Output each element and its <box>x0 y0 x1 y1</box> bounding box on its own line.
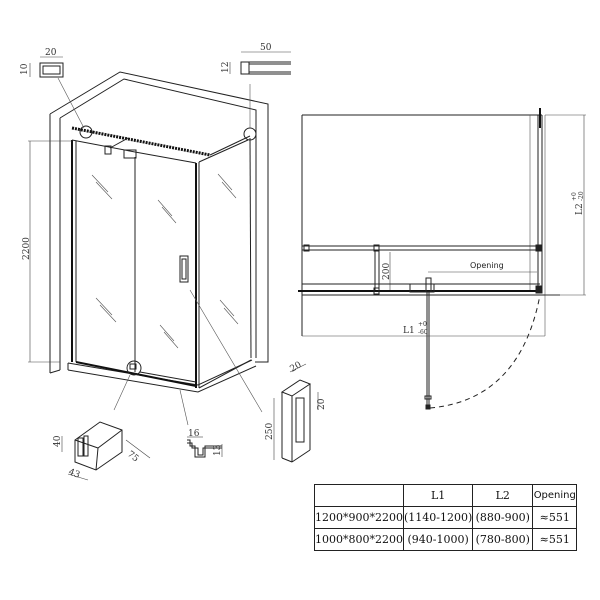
l2-cell: (880-900) <box>472 506 534 529</box>
svg-text:250: 250 <box>265 423 275 440</box>
table-row: 1200*900*2200 (1140-1200) (880-900) ≈551 <box>314 506 578 529</box>
table-row: 1000*800*2200 (940-1000) (780-800) ≈551 <box>314 528 578 551</box>
svg-text:20: 20 <box>317 398 327 410</box>
detail-bottom-seal: 16 13 <box>187 429 223 458</box>
svg-text:16: 16 <box>188 429 200 439</box>
detail-top-rail: 20 10 <box>20 48 64 78</box>
svg-text:40: 40 <box>53 435 63 447</box>
svg-text:43: 43 <box>67 467 81 480</box>
svg-text:50: 50 <box>260 43 272 53</box>
l1-label: L1 <box>403 326 415 336</box>
svg-text:12: 12 <box>221 62 231 73</box>
table-header-row: L1 L2 Opening <box>314 484 578 507</box>
opening-cell: ≈551 <box>532 528 578 551</box>
glass-reflection-marks <box>91 173 239 349</box>
fixed-panel-dim: 200 <box>382 263 392 280</box>
svg-text:-60: -60 <box>418 329 428 336</box>
svg-text:20: 20 <box>289 360 304 375</box>
plan-view: 200 Opening L1 +0 -60 L2 +0 -20 <box>298 108 586 410</box>
isometric-view: 2200 <box>22 71 269 426</box>
table-header-l2: L2 <box>472 484 534 507</box>
detail-wall-channel: 50 12 <box>221 43 291 75</box>
svg-text:75: 75 <box>125 449 140 464</box>
l2-label: L2 <box>575 203 585 215</box>
spec-table: L1 L2 Opening 1200*900*2200 (1140-1200) … <box>314 484 578 551</box>
table-header-opening: Opening <box>532 484 578 507</box>
svg-text:-20: -20 <box>578 191 585 201</box>
l2-cell: (780-800) <box>472 528 534 551</box>
svg-text:10: 10 <box>20 63 30 75</box>
l1-cell: (1140-1200) <box>402 506 474 529</box>
l1-cell: (940-1000) <box>402 528 474 551</box>
svg-text:20: 20 <box>45 48 57 58</box>
size-cell: 1200*900*2200 <box>314 506 404 529</box>
detail-glass-clamp: 40 43 75 <box>53 421 151 481</box>
detail-handle: 250 20 20 <box>265 360 327 463</box>
opening-label: Opening <box>470 261 504 270</box>
height-dimension: 2200 <box>22 237 32 260</box>
table-header-size <box>314 484 404 507</box>
svg-text:13: 13 <box>213 444 223 456</box>
table-header-l1: L1 <box>402 484 474 507</box>
svg-text:+0: +0 <box>418 321 427 328</box>
opening-cell: ≈551 <box>532 506 578 529</box>
size-cell: 1000*800*2200 <box>314 528 404 551</box>
svg-text:+0: +0 <box>571 192 578 201</box>
